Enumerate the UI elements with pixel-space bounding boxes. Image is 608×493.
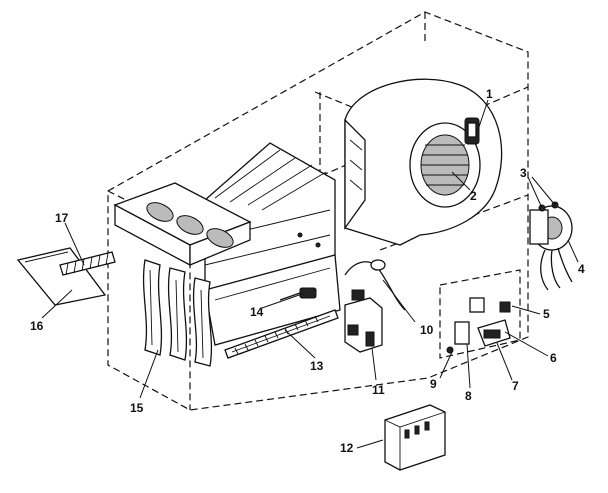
exchanger-tubes [142,259,213,367]
filter-rail [16,247,107,306]
callout-7: 7 [512,379,519,393]
callout-6: 6 [550,351,557,365]
callout-9: 9 [430,377,437,391]
control-module [384,404,446,471]
callout-16: 16 [30,319,44,333]
blower-motor-tab [464,117,480,145]
callout-8: 8 [465,389,472,403]
pressure-hose [344,259,406,311]
callout-14: 14 [250,305,264,319]
callout-3: 3 [520,166,527,180]
inducer-motor [529,201,573,291]
leader-lines [41,99,579,449]
collector-box [113,182,252,267]
callout-4: 4 [578,262,585,276]
heat-exchanger [204,142,341,346]
callout-5: 5 [543,307,550,321]
callout-2: 2 [470,189,477,203]
callout-17: 17 [55,211,69,225]
callout-10: 10 [420,323,434,337]
flame-sensor [279,287,317,301]
gas-valve [344,289,383,353]
callout-13: 13 [310,359,324,373]
control-switches [439,269,521,359]
callout-1: 1 [486,87,493,101]
callout-12: 12 [340,441,354,455]
filter-comb [59,251,116,276]
callout-15: 15 [130,401,144,415]
blower-housing [344,78,503,246]
callout-11: 11 [372,383,385,397]
callout-labels: 1 2 3 4 5 6 7 8 9 10 11 12 13 14 15 16 1… [30,87,585,455]
